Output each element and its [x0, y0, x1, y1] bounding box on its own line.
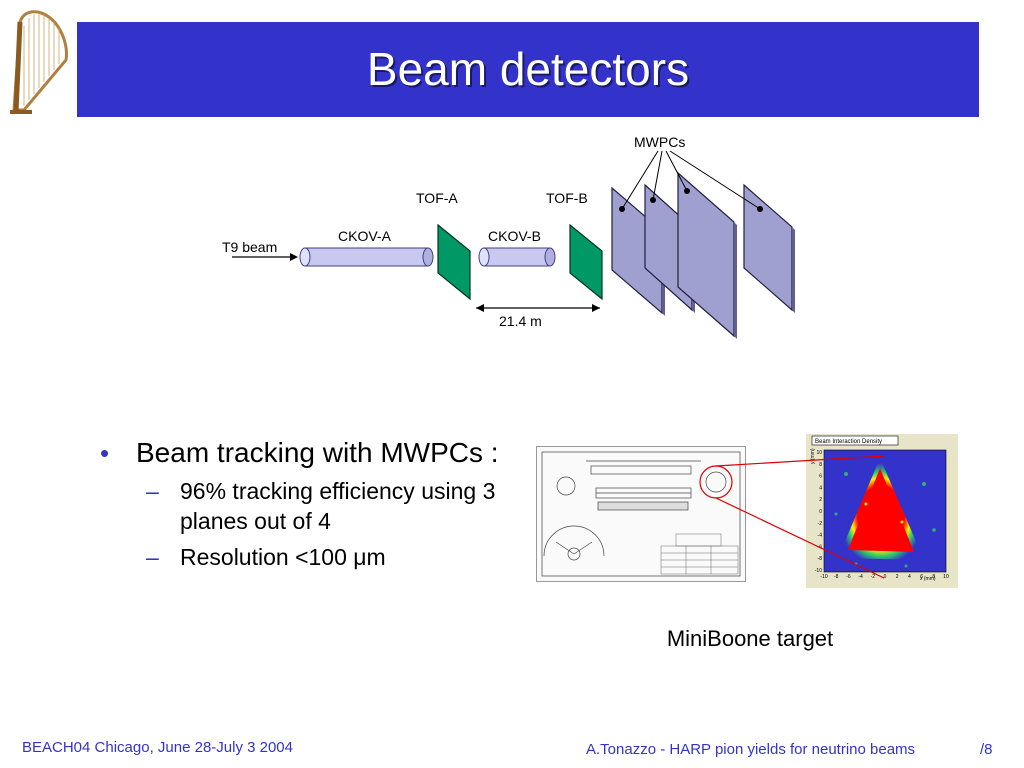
dash-icon: –	[146, 478, 159, 504]
distance-arrow-right-icon	[592, 304, 600, 312]
plot-title: Beam Interaction Density	[815, 439, 882, 445]
plot-x-tick-label: 0	[884, 574, 887, 580]
plot-y-tick-label: -2	[818, 521, 823, 527]
bullet-sub-2: – Resolution <100 μm	[100, 542, 520, 572]
bullet-sub-1: – 96% tracking efficiency using 3 planes…	[100, 476, 520, 536]
mwpc-plane-3	[677, 171, 737, 339]
ckov-a-label: CKOV-A	[338, 228, 392, 244]
bullet-list: • Beam tracking with MWPCs : – 96% track…	[100, 436, 520, 572]
harp-logo-icon	[10, 10, 68, 114]
tof-b-label: TOF-B	[546, 190, 588, 206]
slide-title: Beam detectors	[366, 43, 690, 95]
plot-y-label: y (mm)	[810, 448, 816, 464]
plot-x-tick-label: -2	[871, 574, 876, 580]
plot-x-tick-label: -10	[820, 574, 827, 580]
plot-x-tick-label: 4	[908, 574, 911, 580]
plot-y-tick-label: 4	[819, 485, 822, 491]
target-technical-drawing	[536, 446, 746, 582]
mwpc-pointer-dots	[619, 188, 763, 212]
title-bar: Beam detectors	[77, 22, 979, 117]
tof-a-plane	[437, 223, 471, 301]
plot-x-tick-label: -6	[846, 574, 851, 580]
plot-x-tick-label: -8	[834, 574, 839, 580]
plot-y-tick-label: 8	[819, 462, 822, 468]
plot-y-tick-label: 2	[819, 497, 822, 503]
distance-arrow-left-icon	[476, 304, 484, 312]
mwpc-plane-4	[743, 183, 795, 313]
plot-y-tick-label: 0	[819, 509, 822, 515]
footer-author: A.Tonazzo - HARP pion yields for neutrin…	[586, 741, 916, 758]
plot-y-tick-label: -6	[818, 544, 823, 550]
ckov-a-cylinder	[299, 247, 434, 267]
tof-a-label: TOF-A	[416, 190, 458, 206]
t9-beam-label: T9 beam	[222, 239, 277, 255]
plot-y-tick-label: -4	[818, 533, 823, 539]
beam-arrow-head-icon	[290, 253, 298, 261]
plot-x-tick-label: 10	[943, 574, 949, 580]
footer-conference: BEACH04 Chicago, June 28-July 3 2004	[22, 739, 293, 756]
mwpc-pointer-lines	[621, 150, 761, 210]
bullet-main-text: Beam tracking with MWPCs :	[136, 437, 499, 468]
bullet-dot-icon: •	[100, 438, 110, 468]
beam-interaction-density-plot: Beam Interaction Density 10 8 6 4 2 0 -2 -4 -6 -8…	[806, 434, 958, 588]
bullet-sub-2-suffix: m	[366, 544, 386, 570]
plot-x-tick-label: 6	[920, 574, 923, 580]
plot-x-tick-label: 2	[896, 574, 899, 580]
plot-x-tick-label: -4	[858, 574, 863, 580]
page-number: /8	[980, 741, 993, 758]
mwpcs-label: MWPCs	[634, 134, 685, 150]
plot-y-tick-label: -8	[818, 556, 823, 562]
plot-y-tick-label: 10	[816, 450, 822, 456]
plot-y-tick-label: 6	[819, 474, 822, 480]
bullet-main: • Beam tracking with MWPCs :	[100, 436, 520, 470]
bullet-sub-2-prefix: Resolution <100	[180, 544, 354, 570]
dash-icon: –	[146, 544, 159, 570]
tof-b-plane	[569, 223, 603, 301]
distance-label: 21.4 m	[499, 313, 542, 329]
beam-line-diagram: T9 beam CKOV-A TOF-A CKOV-B TOF-B 21.4 m	[222, 134, 795, 339]
ckov-b-cylinder	[478, 247, 556, 267]
plot-x-label: x (mm)	[920, 576, 936, 582]
plot-x-tick-label: 8	[932, 574, 935, 580]
ckov-b-label: CKOV-B	[488, 228, 541, 244]
bullet-sub-2-mu: μ	[353, 544, 367, 570]
figure-caption: MiniBoone target	[666, 626, 834, 651]
bullet-sub-1-text: 96% tracking efficiency using 3 planes o…	[180, 478, 496, 534]
